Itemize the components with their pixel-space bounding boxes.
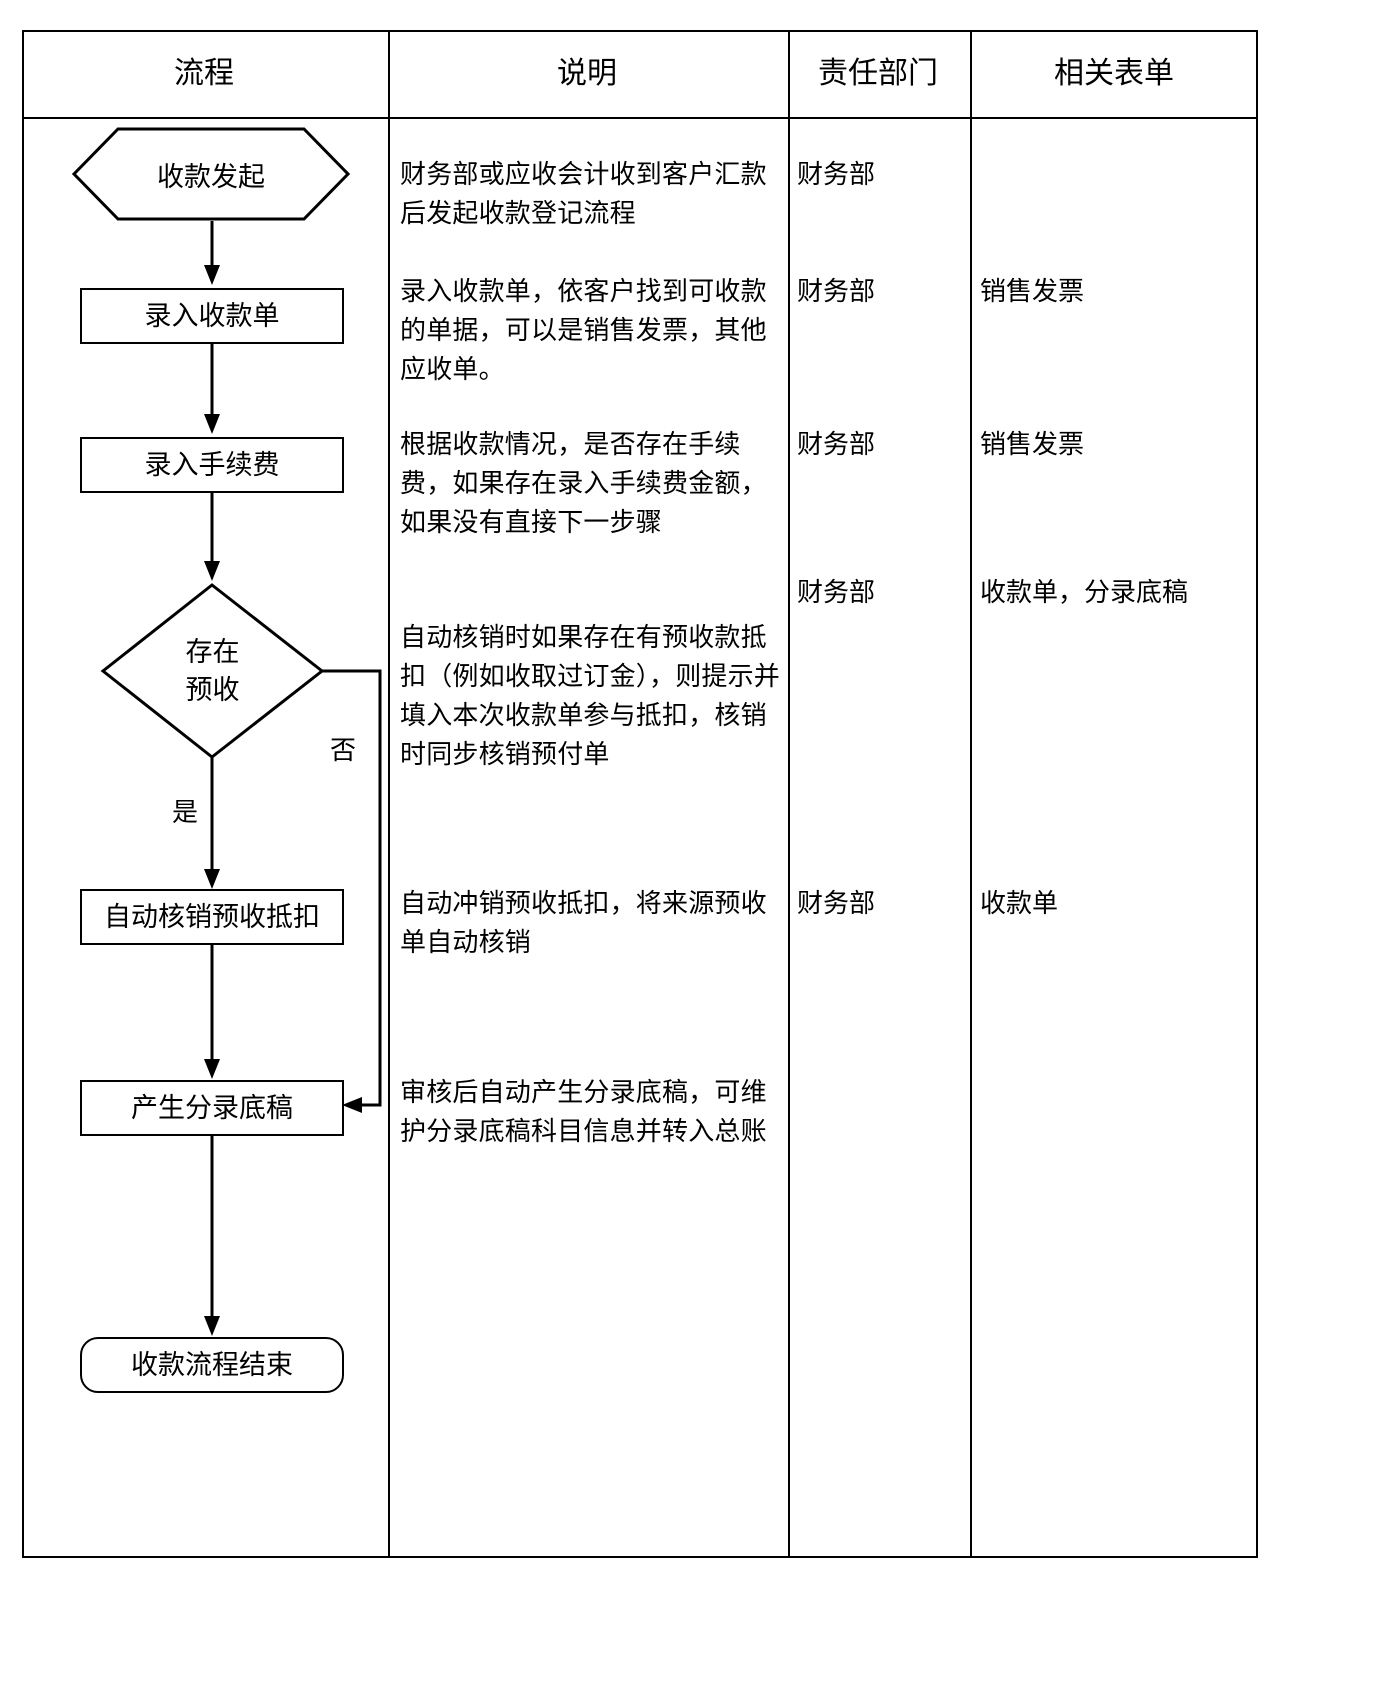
node-end: 收款流程结束 xyxy=(80,1337,344,1393)
connector-start-to-entry xyxy=(200,221,224,287)
node-label-start: 收款发起 xyxy=(157,161,265,192)
node-generate-voucher: 产生分录底稿 xyxy=(80,1080,344,1136)
form-row-2: 销售发票 xyxy=(980,277,1085,306)
department-row-2: 财务部 xyxy=(797,277,876,306)
department-row-5: 财务部 xyxy=(797,889,876,918)
department-row-4: 财务部 xyxy=(797,578,876,607)
column-divider-2 xyxy=(788,32,790,1556)
form-row-3: 销售发票 xyxy=(980,430,1085,459)
description-row-5: 自动冲销预收抵扣，将来源预收单自动核销 xyxy=(400,889,767,957)
connector-yes-branch xyxy=(200,757,224,891)
column-divider-3 xyxy=(970,32,972,1556)
form-row-5: 收款单 xyxy=(980,889,1059,918)
header-form: 相关表单 xyxy=(1054,57,1174,90)
node-label-entry-fee: 录入手续费 xyxy=(144,449,280,480)
branch-label-yes: 是 xyxy=(172,798,199,827)
description-row-3: 根据收款情况，是否存在手续费，如果存在录入手续费金额，如果没有直接下一步骤 xyxy=(400,430,767,537)
node-label-generate-voucher: 产生分录底稿 xyxy=(131,1092,293,1123)
description-row-2: 录入收款单，依客户找到可收款的单据，可以是销售发票，其他应收单。 xyxy=(400,277,767,384)
node-label-entry-receipt: 录入收款单 xyxy=(144,300,280,331)
description-row-1: 财务部或应收会计收到客户汇款后发起收款登记流程 xyxy=(400,160,767,228)
node-label-auto-writeoff: 自动核销预收抵扣 xyxy=(104,901,320,932)
description-row-6: 审核后自动产生分录底稿，可维护分录底稿科目信息并转入总账 xyxy=(400,1078,767,1146)
node-label-decision-line1: 存在 xyxy=(185,637,240,667)
department-row-1: 财务部 xyxy=(797,160,876,189)
form-row-4: 收款单，分录底稿 xyxy=(980,578,1189,607)
header-department: 责任部门 xyxy=(818,57,938,90)
connector-no-branch xyxy=(322,660,392,1113)
description-row-4: 自动核销时如果存在有预收款抵扣（例如收取过订金），则提示并填入本次收款单参与抵扣… xyxy=(400,623,781,769)
node-label-decision: 存在 预收 xyxy=(100,582,325,760)
node-shape-hexagon-start: 收款发起 xyxy=(72,127,350,221)
column-divider-1 xyxy=(388,32,390,1556)
header-divider xyxy=(24,117,1256,119)
node-entry-receipt: 录入收款单 xyxy=(80,288,344,344)
department-row-3: 财务部 xyxy=(797,430,876,459)
node-label-decision-line2: 预收 xyxy=(185,675,240,705)
connector-entry-to-fee xyxy=(200,344,224,436)
header-process: 流程 xyxy=(174,57,234,90)
connector-fee-to-decision xyxy=(200,493,224,583)
branch-label-no: 否 xyxy=(330,736,357,765)
node-label-end: 收款流程结束 xyxy=(131,1349,293,1380)
node-shape-diamond-decision: 存在 预收 xyxy=(100,582,325,760)
node-entry-fee: 录入手续费 xyxy=(80,437,344,493)
process-table xyxy=(22,30,1258,1558)
connector-writeoff-to-voucher xyxy=(200,945,224,1081)
header-description: 说明 xyxy=(557,57,617,90)
node-auto-writeoff: 自动核销预收抵扣 xyxy=(80,889,344,945)
connector-voucher-to-end xyxy=(200,1136,224,1338)
